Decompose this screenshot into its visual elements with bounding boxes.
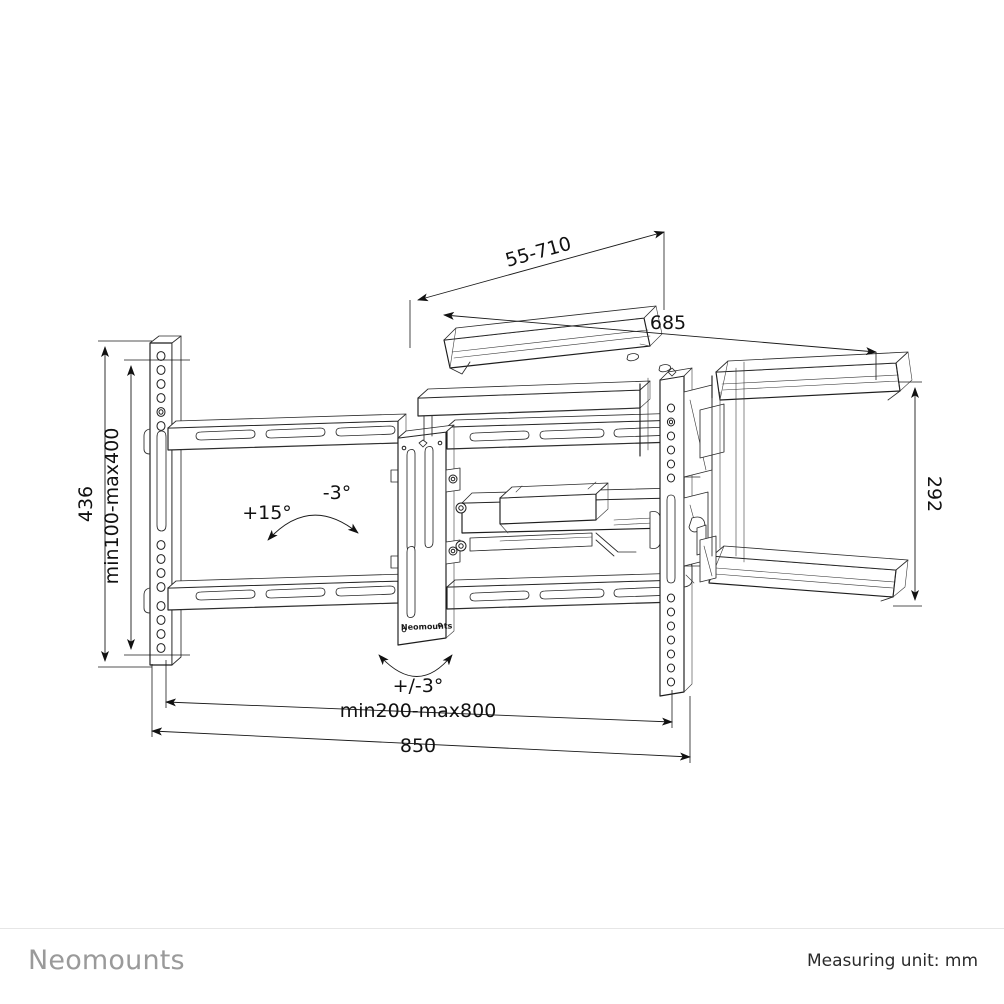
dimension-436: 436	[75, 340, 152, 668]
footer-measuring-unit-text: Measuring unit: mm	[806, 951, 978, 971]
bottom-bar-connector	[699, 535, 717, 583]
level-label: +/-3°	[393, 675, 444, 697]
dimension-850: 850	[151, 664, 691, 763]
left-wall-post	[143, 335, 182, 666]
footer-brand-text: Neomounts	[28, 945, 185, 976]
dimension-vesa-width-label: min200-max800	[340, 700, 497, 722]
dimension-vesa-height: min100-max400	[101, 359, 190, 656]
dimension-292-label: 292	[923, 476, 945, 512]
dimension-685: 685	[443, 311, 877, 380]
display-bar-bottom-right	[708, 545, 909, 602]
right-pivot-post	[659, 367, 695, 697]
dimension-850-label: 850	[400, 735, 436, 757]
tilt-up-label: +15°	[242, 502, 292, 524]
dimension-292: 292	[893, 381, 945, 607]
dimension-436-label: 436	[75, 486, 97, 522]
right-column-guides	[711, 361, 745, 563]
upper-rail-left	[167, 413, 407, 451]
plate-logo-text: Neomounts	[401, 621, 453, 632]
tilt-angle-annotation: +15° -3°	[242, 482, 359, 541]
dimension-vesa-width: min200-max800	[165, 660, 673, 728]
lower-rail-left	[167, 573, 407, 611]
lower-rail-right	[446, 572, 685, 610]
articulating-arm-center	[455, 481, 679, 557]
upper-rail-right	[446, 412, 685, 450]
top-bar-studs	[626, 353, 671, 373]
display-bar-top-left	[443, 305, 663, 375]
footer-bar: Neomounts Measuring unit: mm	[0, 928, 1004, 1004]
tilt-down-label: -3°	[323, 482, 351, 504]
dimension-vesa-height-label: min100-max400	[101, 428, 123, 585]
dimension-685-label: 685	[650, 312, 686, 334]
display-bar-top-right	[715, 351, 913, 401]
dimension-55-710-label: 55-710	[503, 233, 574, 272]
center-vesa-plate: Neomounts	[390, 424, 461, 646]
level-angle-annotation: +/-3°	[378, 654, 453, 697]
